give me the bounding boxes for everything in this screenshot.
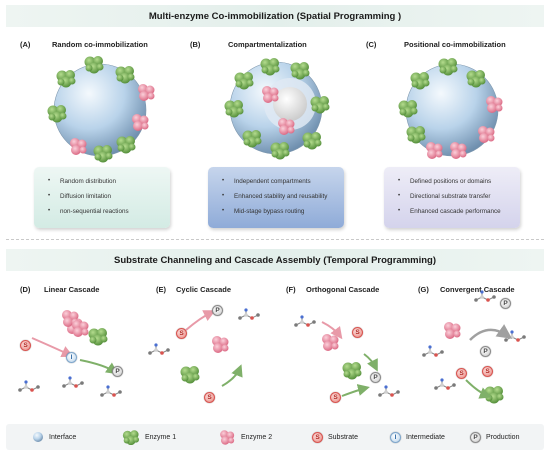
legend-substrate-label: Substrate [328,433,358,441]
enzyme1-f [342,362,362,380]
panel-b-title: Compartmentalization [228,40,307,49]
panel-f-label: (F) [286,285,296,294]
panel-e-title: Cyclic Cascade [176,285,232,294]
legend-interface-label: Interface [49,433,77,441]
molecule-g2 [421,344,445,358]
legend-enzyme1-label: Enzyme 1 [145,433,177,441]
legend-production: P Production [470,424,519,450]
substrate-icon: S [312,431,323,443]
feature-c2: Directional substrate transfer [398,189,520,204]
enzyme2-d-b [72,320,89,337]
legend-bar: Interface Enzyme 1 Enzyme 2 S Substrate … [6,424,544,450]
enzyme2-icon [220,430,235,445]
legend-intermediate: I Intermediate [390,424,445,450]
enzyme2-e [212,336,229,353]
molecule-f2 [377,384,401,398]
enzyme2-g [444,322,461,339]
arrow-e1 [185,310,216,331]
molecule-d1 [17,379,41,393]
temporal-section-title: Substrate Channeling and Cascade Assembl… [6,249,544,271]
panel-e-diagram [147,307,261,387]
production-icon: P [470,431,481,443]
panel-e-label: (E) [156,285,166,294]
legend-intermediate-label: Intermediate [406,433,445,441]
feature-b2: Enhanced stability and reusability [222,189,344,204]
legend-substrate: S Substrate [312,424,358,450]
panel-b-label: (B) [190,40,201,49]
inner-core [273,87,307,121]
molecule-g1 [473,289,497,303]
molecule-e1 [237,307,261,321]
feature-c1: Defined positions or domains [398,174,520,189]
panel-d-label: (D) [20,285,31,294]
feature-a1: Random distribution [48,174,170,189]
spatial-section-title: Multi-enzyme Co-immobilization (Spatial … [6,5,544,27]
molecule-e2 [147,342,171,356]
arrow-d2 [79,359,119,375]
feature-b3: Mid-stage bypass routing [222,204,344,219]
panel-d-title: Linear Cascade [44,285,100,294]
enzyme1-e [180,366,200,384]
arrow-f1 [321,321,343,340]
arrow-f2 [363,353,378,372]
panel-f-diagram [293,314,401,398]
legend-enzyme1: Enzyme 1 [122,424,176,450]
feature-b1: Independent compartments [222,174,344,189]
molecule-d3 [99,384,123,398]
enzyme2-f [322,334,339,351]
molecule-f1 [293,314,317,328]
legend-production-label: Production [486,433,520,441]
panel-g-diagram [421,289,527,404]
legend-enzyme2-label: Enzyme 2 [241,433,273,441]
panel-a-features: Random distribution Diffusion limitation… [34,167,170,228]
molecule-d2 [61,375,85,389]
arrow-f3 [341,384,370,397]
enzyme1-icon [122,430,139,445]
molecule-g3 [433,377,457,391]
feature-a3: non-sequential reactions [48,204,170,219]
panel-b-features: Independent compartments Enhanced stabil… [208,167,344,228]
enzyme1-d [88,328,108,346]
interface-icon [33,432,43,442]
panel-g-title: Convergent Cascade [440,285,515,294]
arrow-e2 [221,364,243,387]
panel-a-title: Random co-immobilization [52,40,148,49]
panel-c-features: Defined positions or domains Directional… [384,167,520,228]
section-divider [6,239,544,240]
intermediate-icon: I [390,431,401,443]
feature-c3: Enhanced cascade performance [398,204,520,219]
legend-interface: Interface [32,424,76,450]
panel-g-label: (G) [418,285,429,294]
panel-f-title: Orthogonal Cascade [306,285,380,294]
panel-c-label: (C) [366,40,377,49]
panel-d-diagram [17,310,123,398]
panel-c-title: Positional co-immobilization [404,40,506,49]
panel-a-label: (A) [20,40,31,49]
arrow-g1 [469,324,513,341]
arrow-d1 [31,337,74,358]
legend-enzyme2: Enzyme 2 [218,424,272,450]
arrow-g2 [465,379,492,399]
feature-a2: Diffusion limitation [48,189,170,204]
